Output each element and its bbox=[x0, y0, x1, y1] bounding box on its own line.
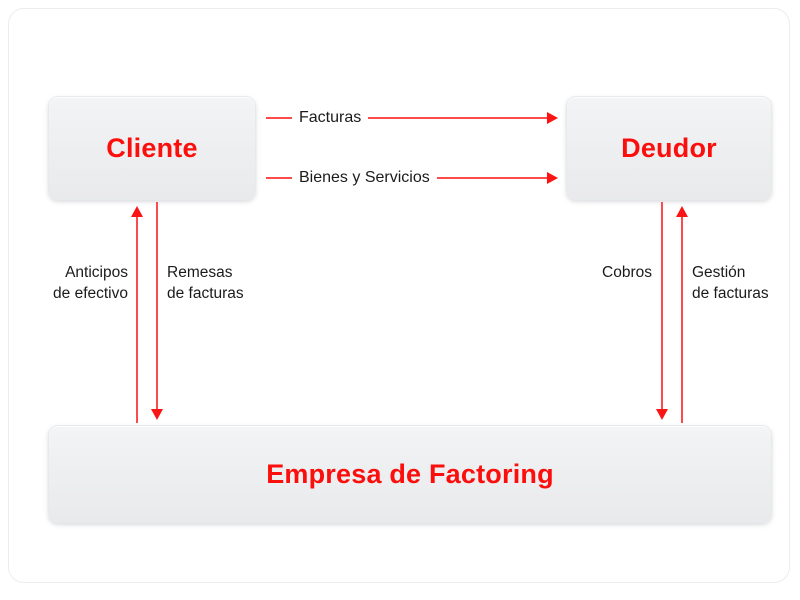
flow-remesas-line bbox=[156, 202, 158, 409]
flow-anticipos-label-line1: Anticipos bbox=[65, 264, 128, 281]
flow-bienes-y-servicios-label: Bienes y Servicios bbox=[299, 169, 430, 186]
flow-bienes-y-servicios: Bienes y Servicios bbox=[266, 166, 558, 190]
node-cliente-label: Cliente bbox=[106, 132, 198, 163]
flow-anticipos-label: Anticipos de efectivo bbox=[26, 262, 128, 304]
flow-facturas-line-left bbox=[266, 117, 292, 119]
flow-gestion-label-line1: Gestión bbox=[692, 264, 746, 281]
flow-anticipos-line bbox=[136, 216, 138, 423]
arrow-right-icon bbox=[547, 172, 558, 184]
arrow-up-icon bbox=[131, 206, 143, 217]
flow-remesas-label-line1: Remesas bbox=[167, 264, 233, 281]
arrow-down-icon bbox=[656, 409, 668, 420]
flow-facturas-label: Facturas bbox=[299, 109, 362, 126]
flow-gestion-line bbox=[681, 216, 683, 423]
flow-bienes-y-servicios-line-left bbox=[266, 177, 292, 179]
flow-cobros-line bbox=[661, 202, 663, 409]
flow-cobros-label-line1: Cobros bbox=[602, 264, 652, 281]
arrow-right-icon bbox=[547, 112, 558, 124]
flow-remesas-label: Remesas de facturas bbox=[167, 262, 297, 304]
flow-facturas-line-right bbox=[368, 117, 548, 119]
node-deudor[interactable]: Deudor bbox=[566, 96, 772, 200]
flow-bienes-y-servicios-line-right bbox=[436, 177, 548, 179]
node-deudor-label: Deudor bbox=[621, 132, 717, 163]
node-cliente[interactable]: Cliente bbox=[48, 96, 256, 200]
flow-gestion-label: Gestión de facturas bbox=[692, 262, 800, 304]
arrow-down-icon bbox=[151, 409, 163, 420]
flow-anticipos-label-line2: de efectivo bbox=[53, 285, 128, 302]
flow-remesas-label-line2: de facturas bbox=[167, 285, 244, 302]
node-empresa-de-factoring-label: Empresa de Factoring bbox=[266, 458, 554, 489]
node-empresa-de-factoring[interactable]: Empresa de Factoring bbox=[48, 425, 772, 523]
flow-gestion-label-line2: de facturas bbox=[692, 285, 769, 302]
arrow-up-icon bbox=[676, 206, 688, 217]
flow-cobros-label: Cobros bbox=[560, 262, 652, 283]
flow-facturas: Facturas bbox=[266, 106, 558, 130]
